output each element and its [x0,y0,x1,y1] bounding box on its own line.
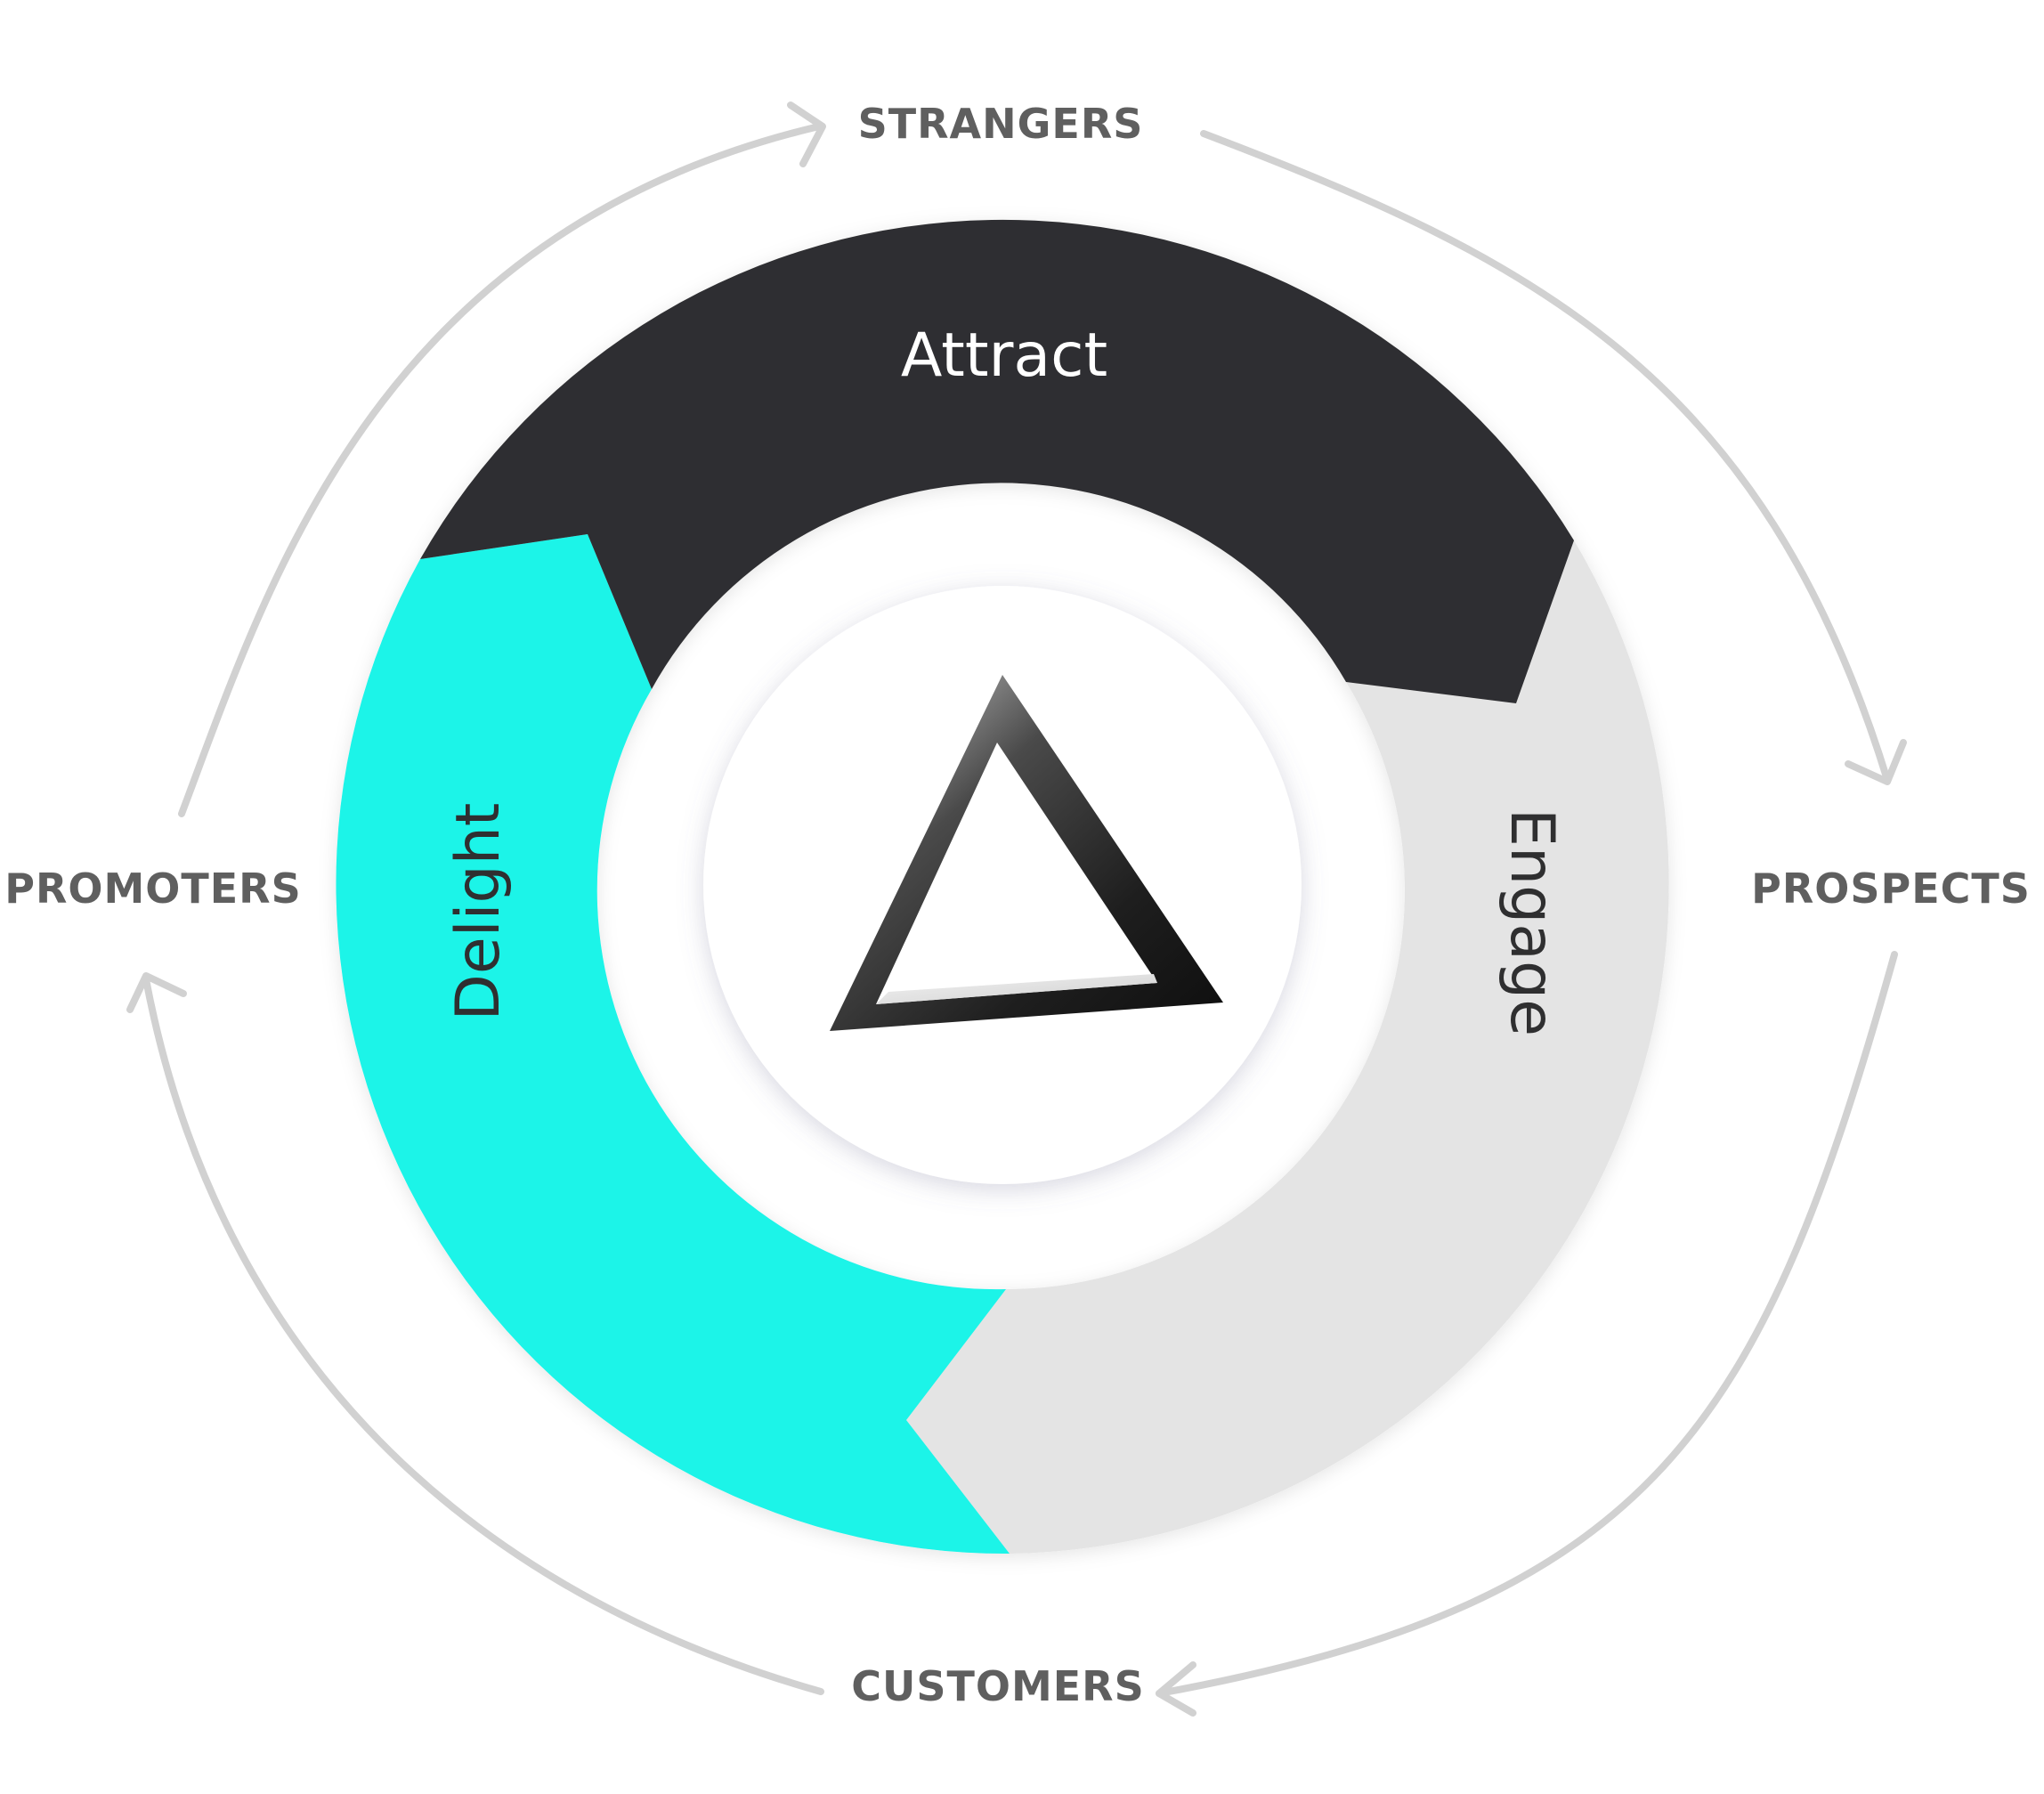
segment-attract [420,219,1574,704]
arrow-promoters-to-strangers [178,123,823,817]
flywheel-ring [336,219,1669,1555]
stage-label-attract: Attract [901,321,1107,391]
arrow-head-prospects [1845,739,1907,785]
label-customers: CUSTOMERS [851,1662,1144,1710]
cycle-arrows [126,101,1907,1717]
arrow-head-strangers [787,101,826,167]
arrow-customers-to-promoters [142,976,824,1695]
label-strangers: STRANGERS [858,100,1144,148]
segment-delight [336,534,1010,1555]
arrow-strangers-to-prospects [1200,130,1891,783]
stage-label-engage: Engage [1496,808,1567,1036]
label-promoters: PROMOTERS [4,865,301,913]
label-prospects: PROSPECTS [1751,865,2031,913]
arrow-head-customers [1156,1661,1196,1717]
arrow-prospects-to-customers [1156,951,1898,1697]
triangle-logo-icon [830,675,1223,1031]
arrow-head-promoters [126,972,187,1013]
stage-label-delight: Delight [443,803,514,1021]
segment-engage [906,540,1669,1554]
